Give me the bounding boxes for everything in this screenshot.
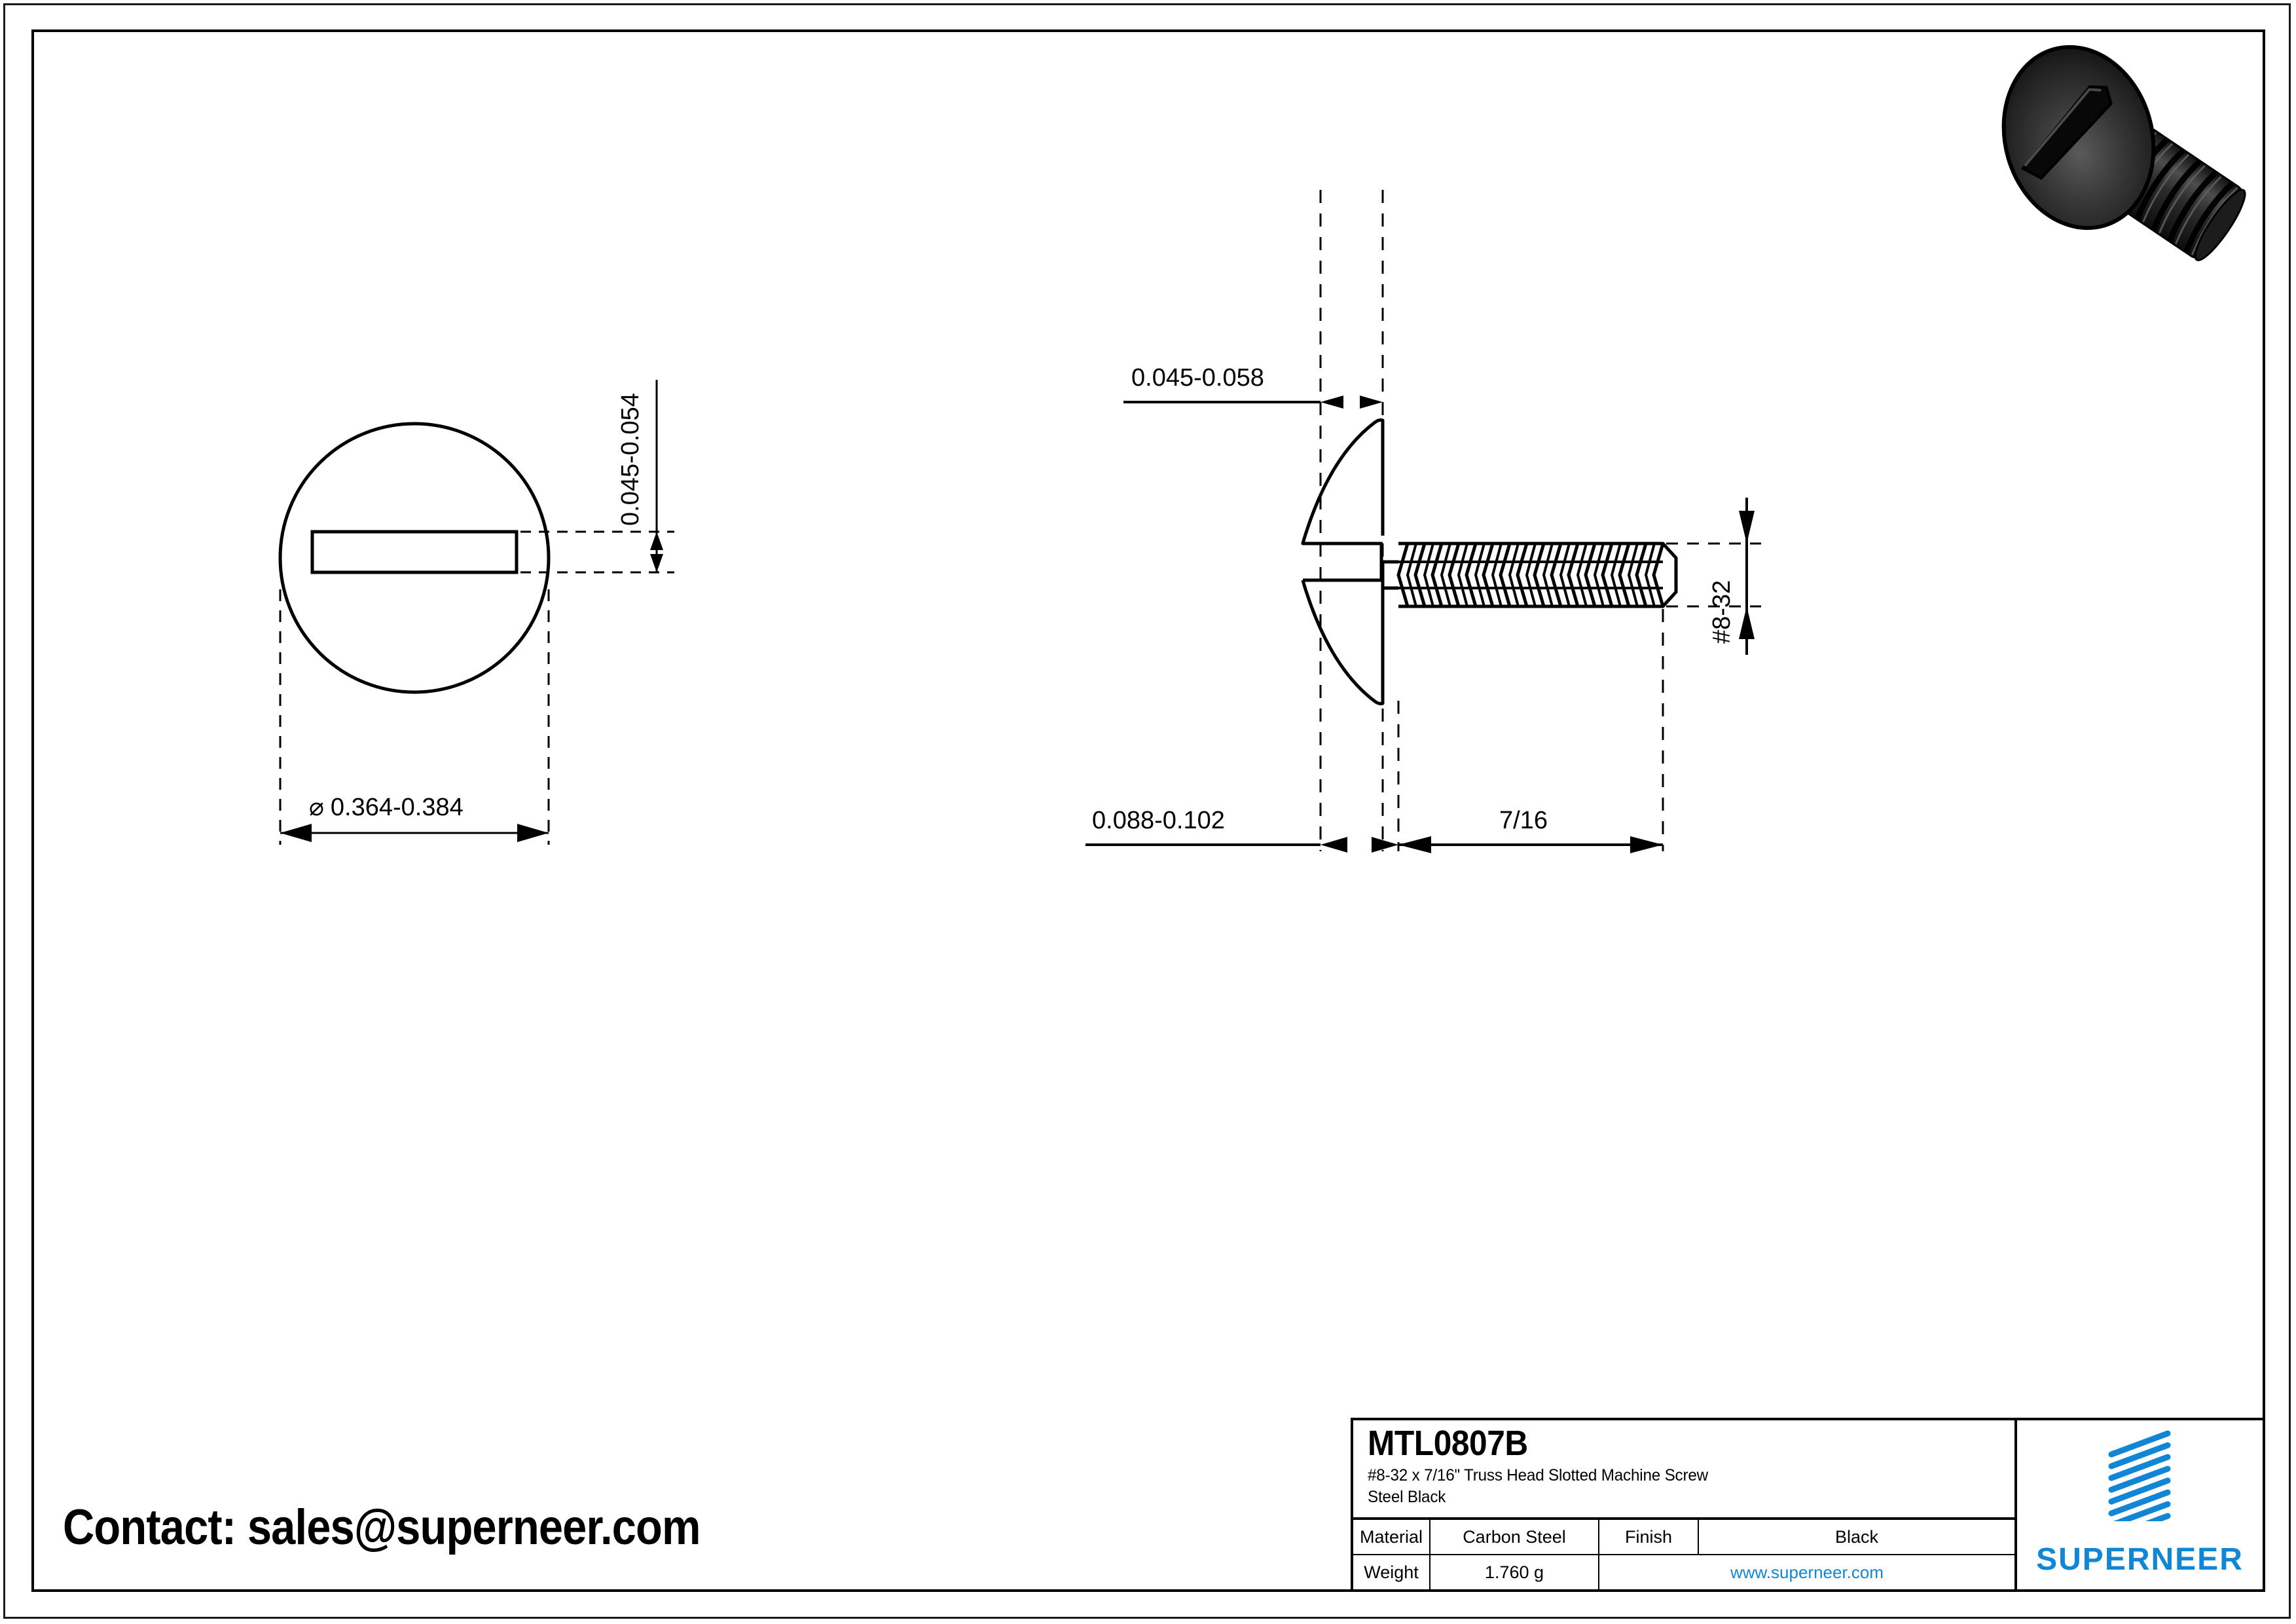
brand-wordmark: SUPERNEER (2036, 1542, 2244, 1577)
part-number: MTL0807B (1368, 1424, 1528, 1463)
stripes-parallelogram-icon (2108, 1430, 2170, 1521)
brand-logo: SUPERNEER (2017, 1420, 2263, 1589)
title-block-left: MTL0807B #8-32 x 7/16" Truss Head Slotte… (1353, 1420, 2017, 1589)
dim-slot-width-label: 0.045-0.054 (617, 393, 644, 526)
dim-head-diameter-label: ⌀0.364-0.384 (309, 792, 464, 822)
website-link[interactable]: www.superneer.com (1730, 1562, 1884, 1582)
finish-label: Finish (1599, 1520, 1699, 1554)
dim-head-height-label: 0.088-0.102 (1092, 807, 1225, 834)
table-row: Weight 1.760 g www.superneer.com (1353, 1555, 2014, 1589)
page-outer-border (3, 3, 2291, 1619)
material-value: Carbon Steel (1430, 1520, 1599, 1554)
part-description-line-1: #8-32 x 7/16" Truss Head Slotted Machine… (1368, 1466, 1708, 1485)
screw-3d-render (2001, 45, 2246, 261)
finish-value: Black (1834, 1526, 1879, 1547)
drawing-frame-border (31, 29, 2265, 1592)
contact-email-text: Contact: sales@superneer.com (63, 1500, 701, 1555)
dim-slot-depth-label: 0.045-0.058 (1131, 364, 1264, 392)
title-block-header: MTL0807B #8-32 x 7/16" Truss Head Slotte… (1353, 1420, 2014, 1520)
weight-value: 1.760 g (1430, 1555, 1599, 1589)
part-description-line-2: Steel Black (1368, 1488, 1446, 1506)
dim-thread-size-label: #8-32 (1708, 580, 1736, 644)
screw-head (2001, 45, 2156, 231)
dim-thread-length-label: 7/16 (1499, 807, 1548, 834)
dim-head-diameter-value: 0.364-0.384 (330, 794, 464, 821)
title-block: MTL0807B #8-32 x 7/16" Truss Head Slotte… (1351, 1418, 2265, 1592)
diameter-symbol-icon: ⌀ (309, 794, 324, 821)
material-label: Material (1353, 1520, 1430, 1554)
weight-label: Weight (1353, 1555, 1430, 1589)
table-row: Material Carbon Steel Finish Black (1353, 1520, 2014, 1555)
